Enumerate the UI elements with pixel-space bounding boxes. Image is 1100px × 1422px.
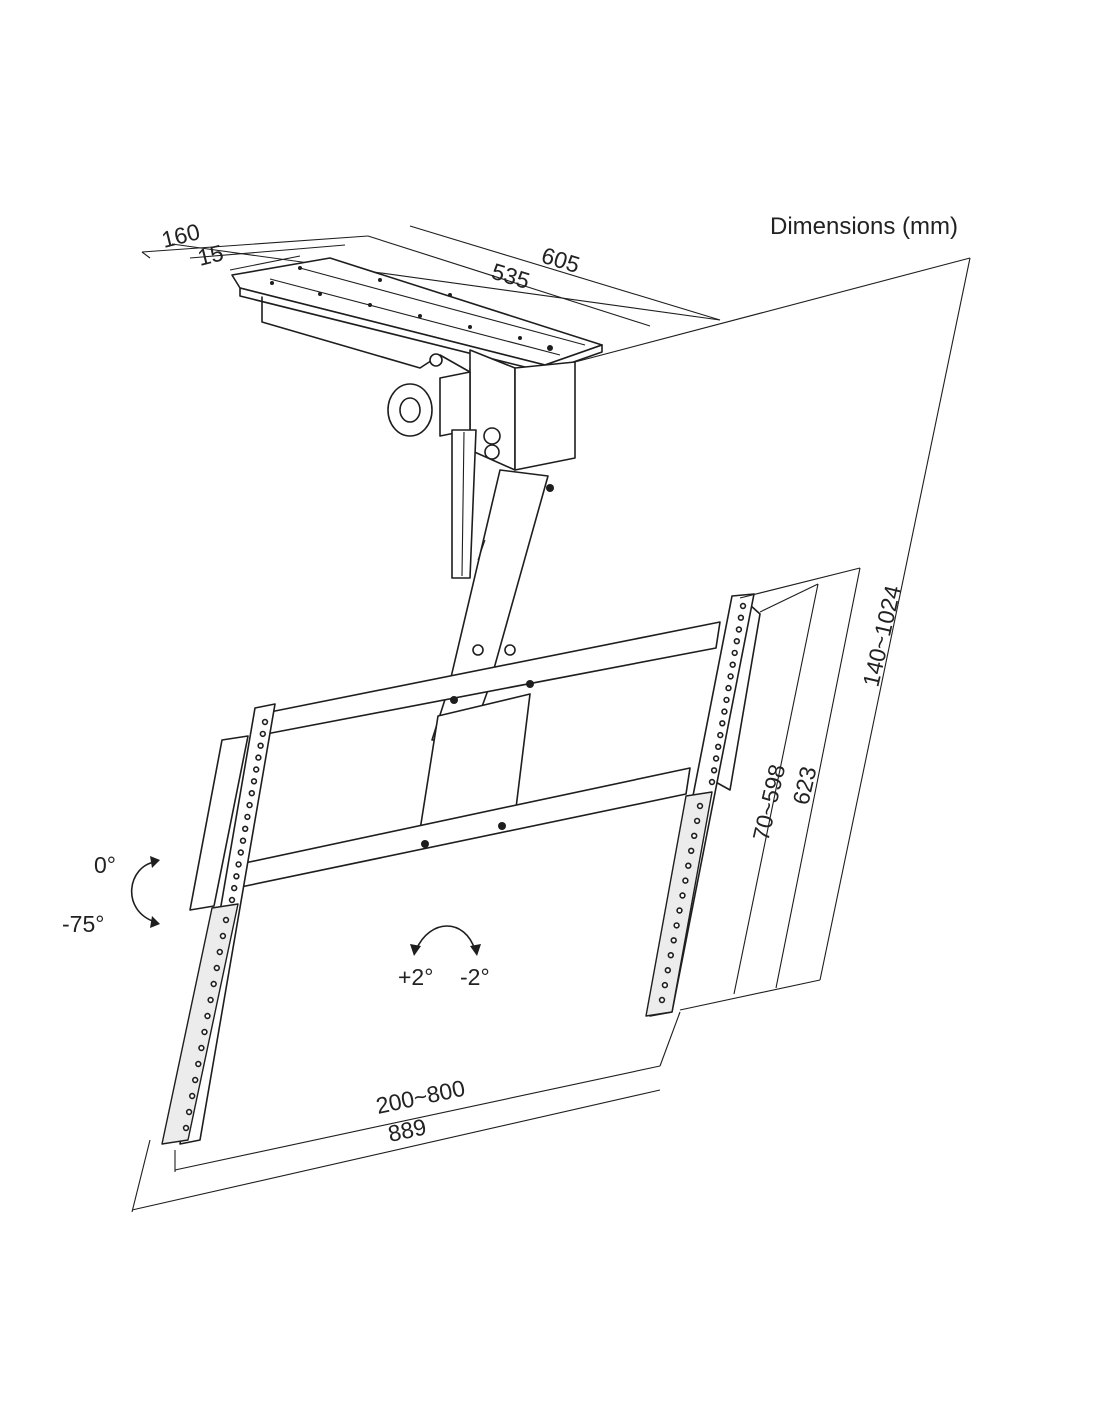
bracket-hole xyxy=(233,873,240,880)
bracket-hole xyxy=(729,661,736,668)
bracket-hole xyxy=(733,637,740,645)
bracket-hole xyxy=(261,718,269,726)
horizontal-dimension-lines xyxy=(131,1011,681,1213)
bracket-hole xyxy=(204,1012,211,1020)
bracket-hole xyxy=(228,896,236,904)
level-rotation-arrow-icon xyxy=(410,925,481,956)
bracket-hole xyxy=(664,966,671,974)
plate-dimension-lines xyxy=(141,225,721,327)
bracket-hole xyxy=(673,922,680,929)
bracket-hole xyxy=(682,877,689,884)
bracket-hole xyxy=(244,813,251,821)
bracket-hole xyxy=(259,730,266,738)
bracket-hole xyxy=(667,951,674,959)
bracket-hole xyxy=(198,1044,205,1052)
bracket-hole xyxy=(658,996,666,1004)
bracket-hole xyxy=(207,996,214,1004)
bracket-hole xyxy=(685,862,692,869)
label-panel-width: 889 xyxy=(386,1113,429,1146)
bracket-hole xyxy=(257,742,264,749)
bracket-hole xyxy=(739,602,747,610)
bracket-hole xyxy=(201,1028,208,1036)
bracket-hole xyxy=(727,673,734,680)
bracket-hole xyxy=(710,767,718,774)
label-vesa-horizontal: 200~800 xyxy=(374,1075,468,1119)
bracket-hole xyxy=(661,981,669,989)
bracket-hole xyxy=(690,832,698,839)
bracket-hole xyxy=(670,937,677,944)
bracket-hole xyxy=(210,980,217,988)
right-bracket xyxy=(645,593,761,1017)
bracket-hole xyxy=(216,948,224,956)
label-plate-total-width: 605 xyxy=(539,242,583,278)
bracket-hole xyxy=(731,649,738,657)
bracket-hole xyxy=(235,861,242,868)
bracket-hole xyxy=(250,778,258,785)
bracket-hole xyxy=(679,892,686,899)
bracket-hole xyxy=(717,731,724,739)
bracket-hole xyxy=(737,614,745,621)
bracket-hole xyxy=(687,847,695,854)
bracket-hole xyxy=(239,837,247,844)
label-panel-height: 623 xyxy=(788,764,822,807)
bracket-hole xyxy=(219,932,227,940)
label-tilt-top: 0° xyxy=(94,852,116,878)
bracket-hole xyxy=(222,916,230,924)
bracket-hole xyxy=(189,1092,196,1100)
tilt-rotation-arrow-icon xyxy=(130,856,160,928)
bracket-hole xyxy=(725,684,732,692)
label-tilt-bottom: -75° xyxy=(62,911,104,937)
bracket-hole xyxy=(231,884,238,892)
bracket-hole xyxy=(242,825,249,832)
label-vesa-vertical: 70~598 xyxy=(748,762,791,843)
bracket-hole xyxy=(237,849,245,856)
label-plate-offset: 15 xyxy=(195,239,226,270)
bracket-hole xyxy=(255,754,262,761)
bracket-hole xyxy=(192,1076,199,1084)
label-level-right: -2° xyxy=(460,964,490,990)
bracket-hole xyxy=(712,755,720,762)
bracket-hole xyxy=(248,789,256,797)
bracket-hole xyxy=(246,801,253,809)
motor-housing xyxy=(387,349,576,492)
bracket-hole xyxy=(195,1060,202,1068)
vertical-dimension-lines xyxy=(574,257,971,1011)
bracket-hole xyxy=(182,1124,190,1132)
bracket-hole xyxy=(213,964,221,972)
bracket-hole xyxy=(253,766,260,773)
bracket-hole xyxy=(693,817,701,825)
bracket-hole xyxy=(185,1108,193,1116)
bracket-hole xyxy=(721,708,728,715)
bracket-hole xyxy=(714,743,722,750)
bracket-hole xyxy=(719,720,726,727)
bracket-hole xyxy=(708,778,716,786)
bracket-hole xyxy=(696,802,704,810)
bracket-hole xyxy=(676,907,683,914)
left-bracket xyxy=(161,703,276,1145)
ceiling-plate xyxy=(231,257,603,373)
label-level-left: +2° xyxy=(398,964,433,990)
bracket-hole xyxy=(723,696,730,704)
dimensions-title: Dimensions (mm) xyxy=(770,213,958,240)
label-height-range: 140~1024 xyxy=(858,583,907,689)
bracket-hole xyxy=(735,626,743,633)
